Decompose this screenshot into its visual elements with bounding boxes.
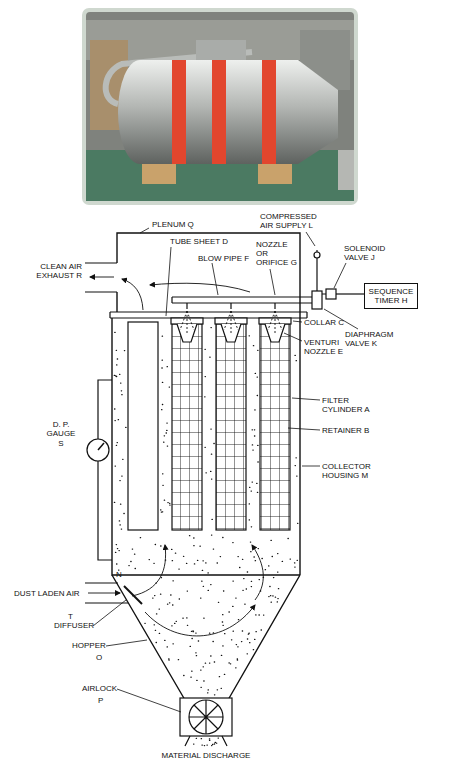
- airflow-arrow-part: [252, 545, 263, 600]
- collector-drawing-part: [187, 303, 275, 309]
- leader-line-part: [270, 269, 275, 295]
- photo-part: [142, 164, 176, 184]
- leader-line-part: [302, 466, 320, 467]
- leader-line-part: [292, 398, 320, 400]
- collector-drawing-part: [124, 586, 142, 604]
- collector-drawing-part: [110, 312, 307, 318]
- part-label: NOZZLE OR ORIFICE G: [256, 240, 300, 267]
- collector-drawing-part: [85, 263, 117, 292]
- photo-part: [338, 150, 354, 190]
- part-label: AIRLOCK: [82, 684, 117, 693]
- part-label: RETAINER B: [322, 426, 369, 435]
- leader-line-part: [117, 689, 181, 712]
- leader-line-part: [293, 321, 302, 322]
- collector-drawing-part: [189, 700, 223, 734]
- collector-drawing-part: [98, 380, 112, 560]
- photo-part: [196, 40, 246, 60]
- collector-drawing-part: [189, 700, 223, 734]
- photo-part: [86, 12, 354, 201]
- leader-line-part: [212, 263, 218, 295]
- airflow-arrow-part: [88, 593, 120, 594]
- timer-box: SEQUENCE TIMER H: [364, 283, 418, 309]
- part-label: TUBE SHEET D: [170, 237, 228, 246]
- airflow-arrow-part: [122, 279, 143, 310]
- part-label: O: [96, 653, 102, 662]
- collector-drawing-part: [336, 293, 364, 294]
- collector-drawing-part: [314, 252, 320, 258]
- part-label: COLLECTOR HOUSING M: [322, 462, 380, 480]
- leader-line-part: [93, 600, 126, 626]
- collector-drawing-part: [216, 322, 246, 530]
- collector-drawing-part: [312, 291, 322, 309]
- leader-line-part: [334, 263, 346, 288]
- collector-drawing-part: [85, 583, 128, 603]
- leader-line-part: [166, 247, 171, 316]
- part-label: SOLENOID VALVE J: [344, 244, 390, 262]
- collector-drawing-part: [98, 443, 104, 450]
- part-label: BLOW PIPE F: [198, 254, 249, 263]
- leader-line-part: [288, 428, 320, 430]
- part-label: P: [98, 696, 103, 705]
- leader-line-part: [306, 232, 315, 246]
- part-label: D. P. GAUGE: [42, 420, 80, 438]
- photo-part: [258, 164, 292, 184]
- photo-part: [298, 60, 338, 164]
- airflow-arrow-part: [145, 605, 255, 636]
- part-label: FILTER CYLINDER A: [322, 396, 376, 414]
- collector-drawing-part: [260, 322, 290, 530]
- part-label: VENTURI NOZZLE E: [304, 338, 346, 356]
- photo-part: [172, 60, 186, 164]
- part-label: CLEAN AIR EXHAUST R: [26, 262, 82, 280]
- collector-drawing-part: [185, 736, 227, 746]
- leader-line: [93, 228, 358, 712]
- part-label: S: [42, 439, 80, 448]
- box-text: SEQUENCE TIMER H: [368, 287, 414, 305]
- collector-drawing-part: [180, 311, 282, 334]
- collector-drawing-part: [326, 289, 336, 299]
- photo-part: [140, 60, 298, 164]
- part-label: N: [116, 570, 122, 579]
- photo-part: [82, 8, 358, 205]
- collector-drawing-part: [172, 322, 202, 530]
- part-label: DUST LADEN AIR: [14, 589, 80, 598]
- airflow-arrow-part: [132, 545, 166, 596]
- part-label: COMPRESSED AIR SUPPLY L: [260, 212, 318, 230]
- photo-part: [212, 60, 226, 164]
- photo-part: [262, 60, 276, 164]
- collector-drawing-part: [128, 322, 158, 530]
- dust-particles: [114, 328, 298, 746]
- part-label: DIAPHRAGM VALVE K: [345, 330, 397, 348]
- part-label: COLLAR C: [304, 318, 344, 327]
- part-label: DIFFUSER: [54, 621, 94, 630]
- part-label: T: [68, 612, 73, 621]
- collector-drawing-part: [112, 318, 300, 575]
- part-label: PLENUM Q: [152, 220, 194, 229]
- airflow-arrow-part: [150, 283, 250, 292]
- photo: [82, 8, 358, 205]
- leader-line-part: [106, 640, 147, 646]
- airflow-arrow-part: [90, 277, 114, 278]
- part-label: MATERIAL DISCHARGE: [146, 751, 266, 760]
- collector-drawing-part: [172, 297, 312, 303]
- airflow-arrow: [88, 277, 263, 636]
- leader-line-part: [140, 228, 149, 233]
- collector-drawing: [85, 233, 364, 746]
- part-label: HOPPER: [72, 641, 106, 650]
- leader-line-part: [284, 333, 302, 341]
- collector-drawing-part: [87, 439, 109, 461]
- collector-drawing-part: [117, 233, 300, 575]
- collector-drawing-part: [180, 698, 232, 736]
